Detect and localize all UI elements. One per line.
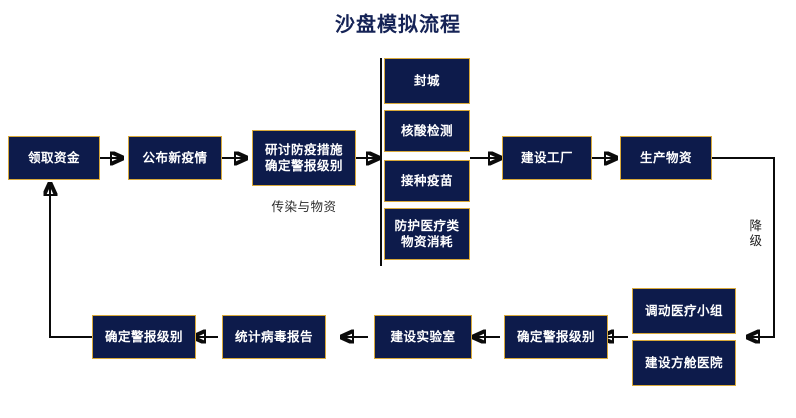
edge-label-jiangji: 降级	[748, 218, 764, 248]
node-label: 封城	[413, 73, 440, 89]
node-queding-jingbao-jibie-right[interactable]: 确定警报级别	[504, 315, 608, 359]
node-label: 调动医疗小组	[644, 303, 723, 319]
edge-n15-n1-loop	[50, 184, 92, 338]
node-label: 核酸检测	[400, 123, 453, 139]
node-jiezhong-yimiao[interactable]: 接种疫苗	[384, 160, 470, 202]
node-gongbu-xinyiqing[interactable]: 公布新疫情	[128, 136, 222, 180]
node-diaodong-yiliao-xiaozu[interactable]: 调动医疗小组	[632, 288, 736, 334]
node-shengchan-wuzi[interactable]: 生产物资	[620, 136, 712, 180]
node-label-line2: 物资消耗	[400, 234, 453, 249]
node-label: 建设工厂	[520, 150, 573, 166]
node-fanghu-yiliao-wuzi-xiaohao[interactable]: 防护医疗类 物资消耗	[384, 208, 470, 260]
node-jianshe-fangcang-yiyuan[interactable]: 建设方舱医院	[632, 340, 736, 386]
node-jianshe-gongchang[interactable]: 建设工厂	[502, 136, 592, 180]
node-label: 接种疫苗	[400, 173, 453, 189]
node-hesuan-jiance[interactable]: 核酸检测	[384, 110, 470, 152]
page-title: 沙盘模拟流程	[335, 12, 461, 36]
node-jianshe-shiyanshi[interactable]: 建设实验室	[374, 315, 472, 359]
node-label-line2: 确定警报级别	[264, 158, 343, 173]
node-label: 确定警报级别	[516, 329, 595, 345]
node-label-line1: 防护医疗类	[394, 218, 460, 234]
node-label: 公布新疫情	[142, 150, 208, 166]
edge-label-text: 降级	[749, 218, 763, 248]
node-lingqu-zijin[interactable]: 领取资金	[8, 136, 100, 180]
node-label: 领取资金	[27, 150, 80, 166]
node-fengcheng[interactable]: 封城	[384, 58, 470, 104]
node-label: 建设实验室	[390, 329, 456, 345]
node-label: 确定警报级别	[104, 329, 183, 345]
caption-chuanran-yu-wuzi: 传染与物资	[271, 199, 337, 214]
node-label: 建设方舱医院	[644, 355, 723, 371]
node-queding-jingbao-jibie-left[interactable]: 确定警报级别	[92, 315, 196, 359]
node-label: 统计病毒报告	[234, 329, 313, 345]
node-yantao-fangyi-cuoshi[interactable]: 研讨防疫措施 确定警报级别	[252, 130, 356, 186]
node-tongji-bingdu-baogao[interactable]: 统计病毒报告	[222, 315, 326, 359]
node-label: 生产物资	[639, 150, 692, 166]
node-label-line1: 研讨防疫措施	[264, 142, 343, 158]
